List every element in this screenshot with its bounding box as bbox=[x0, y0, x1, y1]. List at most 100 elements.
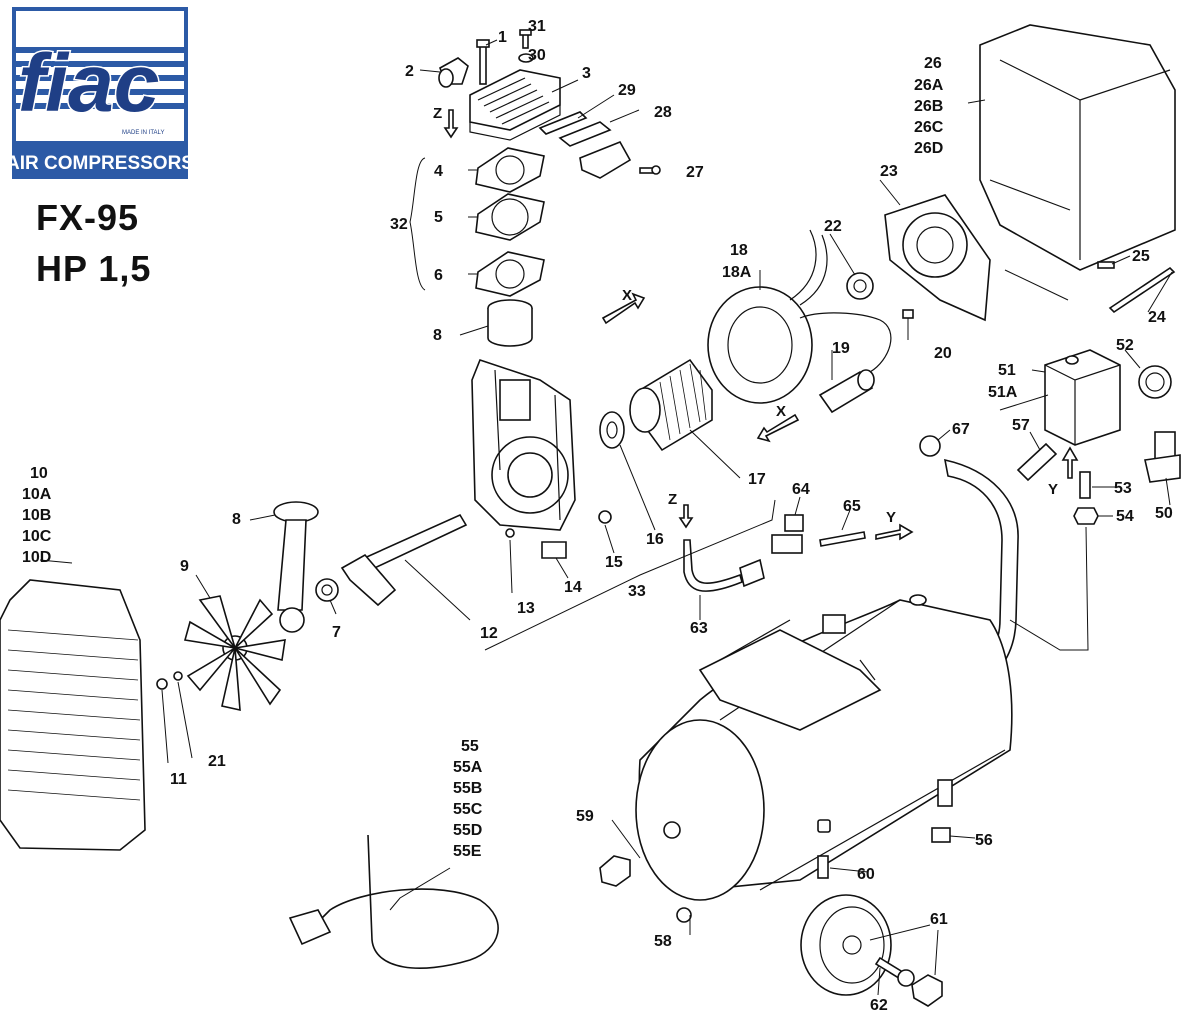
callout-30: 30 bbox=[528, 47, 546, 64]
callout-26: 26 bbox=[924, 55, 942, 72]
callout-26a: 26A bbox=[914, 77, 944, 94]
logo-tagline: AIR COMPRESSORS bbox=[12, 153, 188, 174]
x-label-upper: X bbox=[622, 287, 632, 304]
part-fan-cover-10 bbox=[0, 579, 146, 851]
callout-4: 4 bbox=[434, 163, 443, 180]
part-power-cord-55 bbox=[288, 834, 499, 969]
part-regulator-50 bbox=[1144, 431, 1181, 483]
callout-65: 65 bbox=[843, 498, 861, 515]
callout-23: 23 bbox=[880, 163, 898, 180]
callout-26b: 26B bbox=[914, 98, 943, 115]
callout-10c: 10C bbox=[22, 528, 52, 545]
callout-16: 16 bbox=[646, 531, 664, 548]
callout-20: 20 bbox=[934, 345, 952, 362]
part-rod-65 bbox=[819, 531, 866, 547]
part-fitting-64 bbox=[771, 514, 804, 554]
callout-55e: 55E bbox=[453, 843, 482, 860]
part-screw-20 bbox=[902, 309, 914, 319]
part-cylinder-head bbox=[469, 69, 561, 141]
part-elbow-fitting-2 bbox=[438, 57, 469, 88]
callout-32: 32 bbox=[390, 216, 408, 233]
part-screw-27 bbox=[639, 165, 661, 175]
callout-18: 18 bbox=[730, 242, 748, 259]
part-gasket-4 bbox=[475, 147, 545, 193]
model-power: HP 1,5 bbox=[36, 248, 152, 289]
callout-25: 25 bbox=[1132, 248, 1150, 265]
callout-15: 15 bbox=[605, 554, 623, 571]
callout-2: 2 bbox=[405, 63, 414, 80]
part-pipe-63 bbox=[683, 539, 765, 592]
callout-18a: 18A bbox=[722, 264, 752, 281]
callout-17: 17 bbox=[748, 471, 766, 488]
callout-7: 7 bbox=[332, 624, 341, 641]
part-crankcase-33 bbox=[471, 359, 576, 531]
part-screw-13 bbox=[505, 528, 515, 538]
part-screw-1 bbox=[476, 39, 490, 85]
leader-lines bbox=[39, 39, 1173, 996]
part-sleeve bbox=[822, 614, 846, 634]
fiac-logo: fiac MADE IN ITALY AIR COMPRESSORS bbox=[6, 7, 194, 179]
callout-13: 13 bbox=[517, 600, 535, 617]
callout-31: 31 bbox=[528, 18, 546, 35]
callout-10d: 10D bbox=[22, 549, 51, 566]
part-stator-18 bbox=[707, 229, 828, 404]
callout-62: 62 bbox=[870, 997, 888, 1014]
callout-55: 55 bbox=[461, 738, 479, 755]
callout-14: 14 bbox=[564, 579, 582, 596]
part-gauge-52 bbox=[1138, 365, 1172, 399]
callout-10a: 10A bbox=[22, 486, 52, 503]
model-name: FX-95 bbox=[36, 197, 140, 238]
part-motor-cover-23 bbox=[884, 194, 991, 322]
callout-12: 12 bbox=[480, 625, 498, 642]
callout-8b: 8 bbox=[232, 511, 241, 528]
z-arrow-lower bbox=[678, 504, 694, 529]
part-drain-plug-59 bbox=[599, 855, 631, 887]
part-screw-11 bbox=[156, 678, 168, 690]
part-screw-31 bbox=[519, 29, 532, 49]
callout-26d: 26D bbox=[914, 140, 943, 157]
callout-61: 61 bbox=[930, 911, 948, 928]
x-label-lower: X bbox=[776, 403, 786, 420]
callout-60: 60 bbox=[857, 866, 875, 883]
callout-50: 50 bbox=[1155, 505, 1173, 522]
part-bearing-22 bbox=[846, 272, 874, 300]
callout-11: 11 bbox=[170, 771, 187, 788]
x-arrow-upper bbox=[601, 292, 646, 325]
callout-56: 56 bbox=[975, 832, 993, 849]
callout-64: 64 bbox=[792, 481, 810, 498]
part-bearing-7 bbox=[315, 578, 339, 602]
callout-29: 29 bbox=[618, 82, 636, 99]
callout-8a: 8 bbox=[433, 327, 442, 344]
part-valve-56 bbox=[931, 827, 951, 843]
callout-55b: 55B bbox=[453, 780, 482, 797]
callout-67: 67 bbox=[952, 421, 970, 438]
direction-arrows bbox=[443, 109, 1079, 541]
z-label-upper: Z bbox=[433, 105, 442, 122]
part-tie-rod-24 bbox=[1108, 266, 1176, 314]
part-fan-9 bbox=[183, 595, 286, 712]
part-shroud-26 bbox=[979, 24, 1176, 271]
part-valve-29 bbox=[538, 111, 588, 135]
callout-55d: 55D bbox=[453, 822, 482, 839]
callout-55c: 55C bbox=[453, 801, 483, 818]
part-axle-bolt-62 bbox=[874, 956, 915, 987]
part-nut-54 bbox=[1073, 507, 1099, 525]
callout-54: 54 bbox=[1116, 508, 1134, 525]
z-label-lower: Z bbox=[668, 491, 677, 508]
callout-28: 28 bbox=[654, 104, 672, 121]
callout-53: 53 bbox=[1114, 480, 1132, 497]
callout-19: 19 bbox=[832, 340, 850, 357]
callout-1: 1 bbox=[498, 29, 507, 46]
made-in-italy: MADE IN ITALY bbox=[122, 130, 164, 136]
part-crankshaft-12 bbox=[340, 513, 468, 607]
y-label-horizontal: Y bbox=[886, 509, 896, 526]
y-label-vertical: Y bbox=[1048, 481, 1058, 498]
logo-word: fiac bbox=[18, 38, 159, 129]
callout-52: 52 bbox=[1116, 337, 1134, 354]
part-tank-bracket bbox=[698, 619, 882, 731]
part-valve-plate-5 bbox=[475, 193, 545, 241]
part-capacitor-19 bbox=[799, 312, 892, 414]
